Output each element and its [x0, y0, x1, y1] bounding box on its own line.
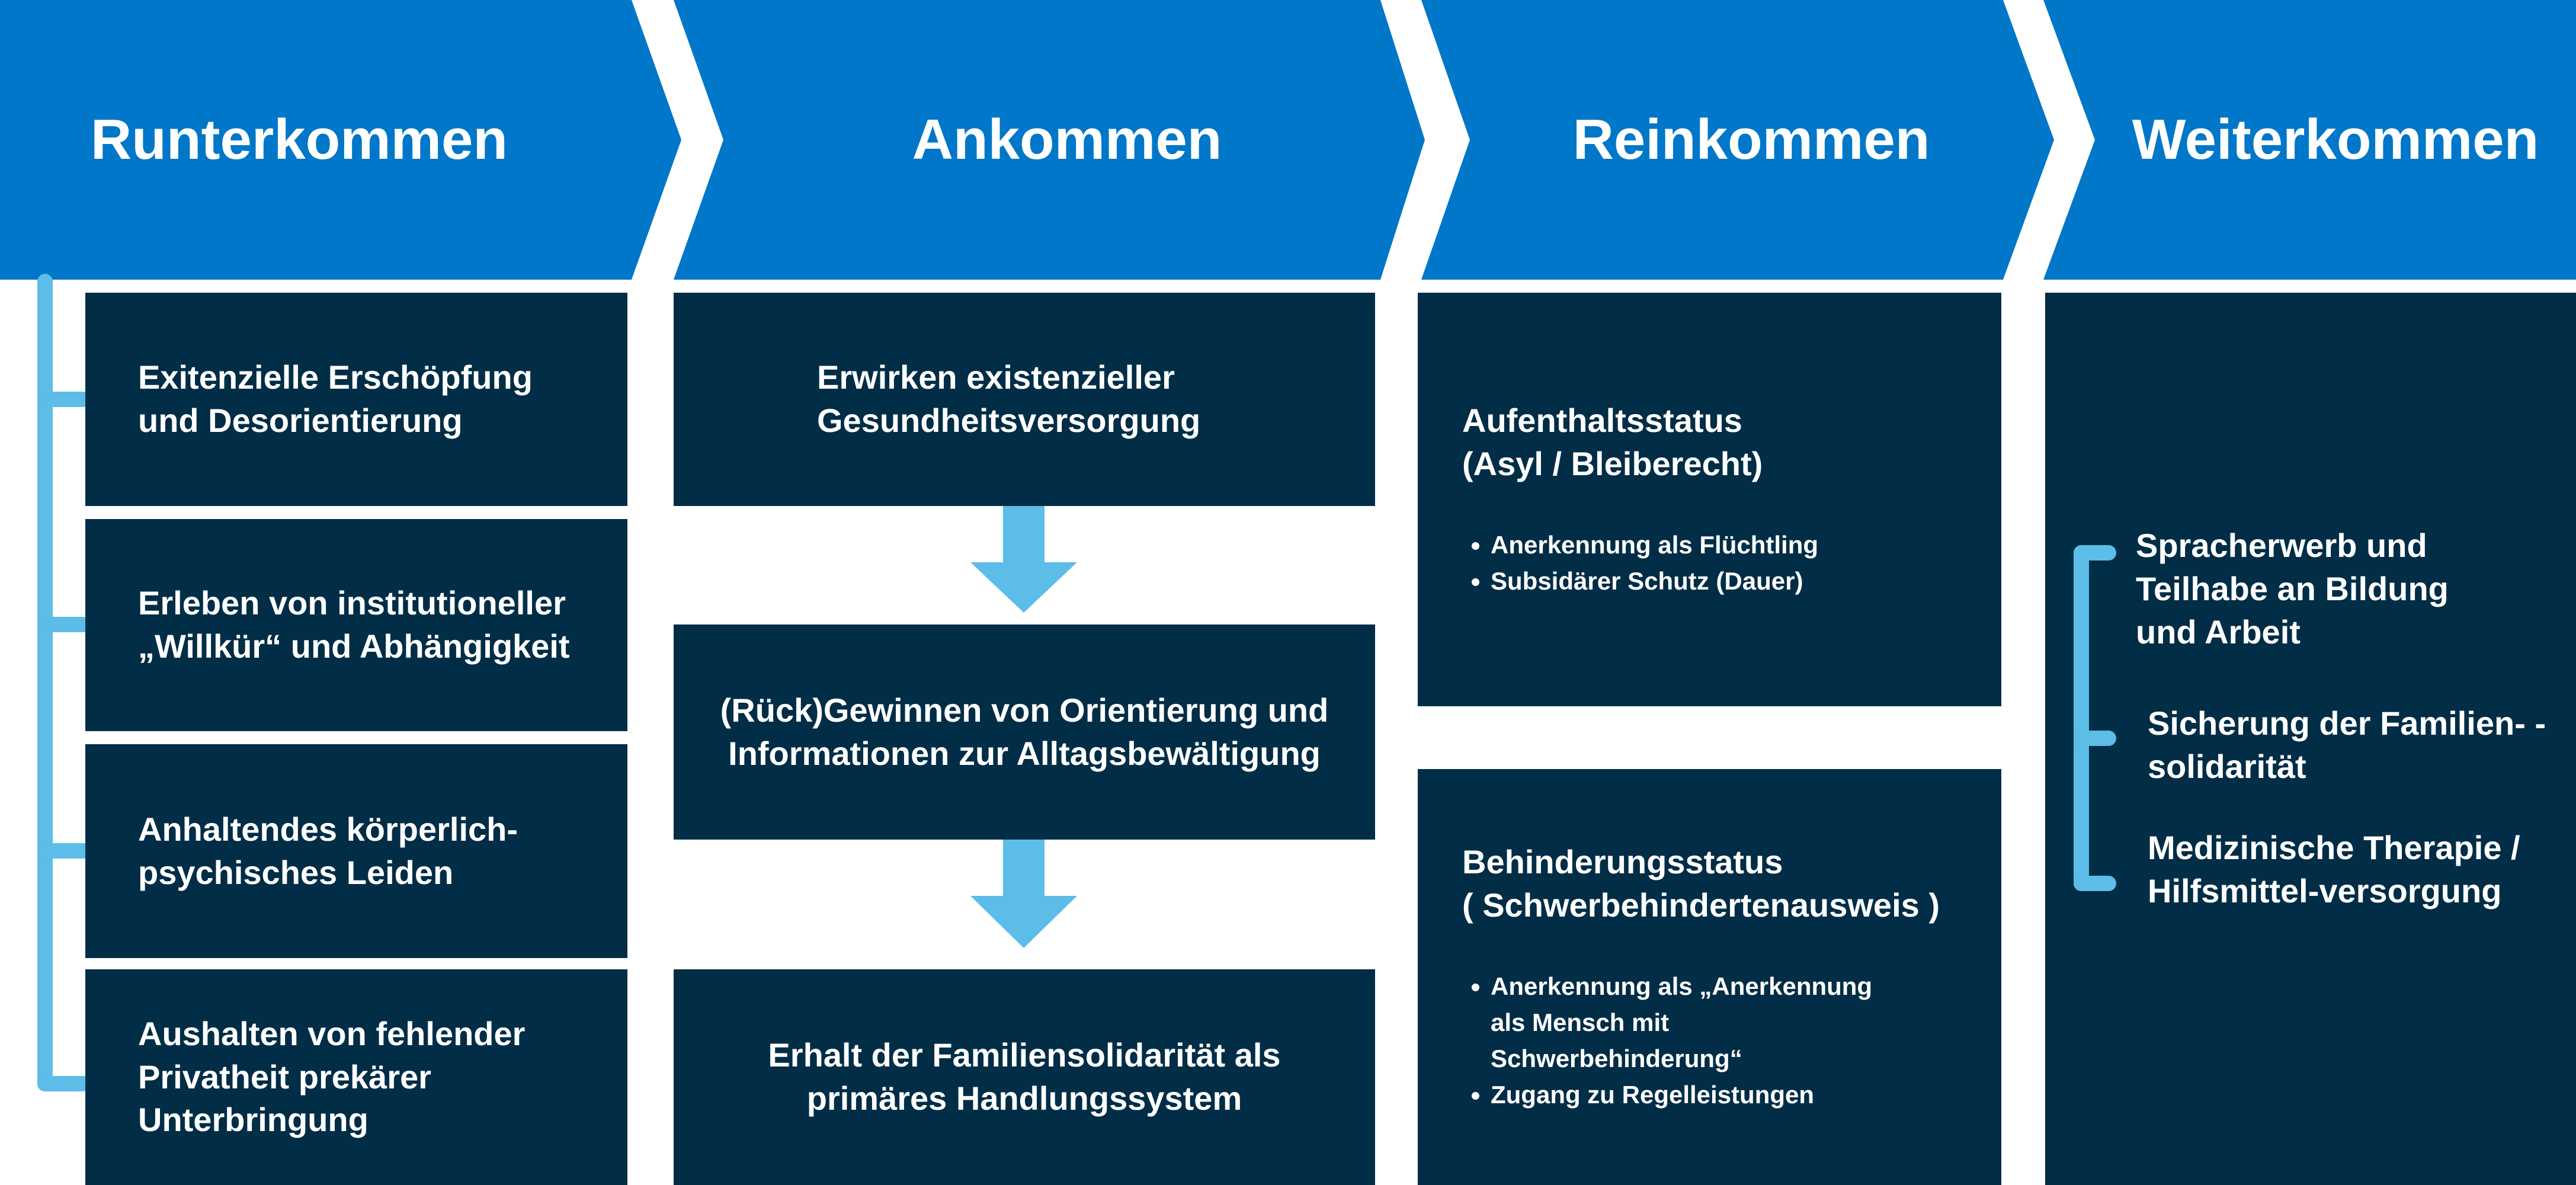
phase-title-ankommen: Ankommen — [912, 108, 1222, 171]
box-text: Exitenzielle Erschöpfung und Desorientie… — [138, 358, 533, 439]
reinkommen-box-behinderung: Behinderungsstatus ( Schwerbehindertenau… — [1418, 769, 2001, 1185]
bracket-tick — [2074, 545, 2116, 561]
box-text: (Rück)Gewinnen von Orientierung und Info… — [720, 691, 1329, 772]
ankommen-box: Erhalt der Familiensolidarität als primä… — [674, 969, 1375, 1185]
reinkommen-box-aufenthalt: Aufenthaltsstatus (Asyl / Bleiberecht) A… — [1418, 293, 2001, 706]
bullet-item: Zugang zu Regelleistungen — [1491, 1077, 1893, 1113]
weiterkommen-item: Sicherung der Familien- -solidarität — [2148, 704, 2546, 785]
box-text: Erleben von institutioneller „Willkür“ u… — [138, 584, 570, 665]
bracket-tick — [2074, 876, 2116, 891]
bracket-line — [37, 274, 53, 1091]
weiterkommen-box — [2045, 293, 2576, 1185]
box-heading: Behinderungsstatus — [1462, 843, 1783, 881]
phase-title-runterkommen: Runterkommen — [90, 108, 508, 171]
ankommen-box: (Rück)Gewinnen von Orientierung und Info… — [674, 624, 1375, 840]
bracket-line — [2074, 545, 2089, 891]
bracket-tick — [37, 1076, 91, 1091]
runterkommen-box: Anhaltendes körperlich-psychisches Leide… — [85, 744, 627, 958]
box-text: Anhaltendes körperlich-psychisches Leide… — [138, 810, 518, 891]
bullet-item: Anerkennung als „Anerkennung als Mensch … — [1491, 969, 1893, 1077]
weiterkommen-item: Medizinische Therapie / Hilfsmittel-vers… — [2148, 829, 2520, 909]
weiterkommen-item: Spracherwerb und Teilhabe an Bildung und… — [2136, 527, 2449, 651]
box-text: Erhalt der Familiensolidarität als primä… — [768, 1036, 1281, 1117]
box-text: Aushalten von fehlender Privatheit prekä… — [138, 1014, 526, 1139]
chevron-reinkommen — [1421, 0, 2054, 280]
phase-title-reinkommen: Reinkommen — [1572, 108, 1930, 171]
down-arrow-icon — [970, 840, 1077, 948]
box-heading-sub: (Asyl / Bleiberecht) — [1462, 445, 1763, 483]
bullet-item: Subsidärer Schutz (Dauer) — [1491, 563, 2001, 600]
chevron-ankommen — [674, 0, 1425, 280]
ankommen-box: Erwirken existenzieller Gesundheitsverso… — [674, 293, 1375, 506]
down-arrow-icon — [970, 506, 1077, 613]
runterkommen-box: Erleben von institutioneller „Willkür“ u… — [85, 519, 627, 731]
phase-title-weiterkommen: Weiterkommen — [2132, 108, 2539, 171]
runterkommen-box: Aushalten von fehlender Privatheit prekä… — [85, 969, 627, 1185]
bracket-tick — [37, 843, 91, 859]
box-heading-sub: ( Schwerbehindertenausweis ) — [1462, 886, 1940, 924]
box-text: Erwirken existenzieller Gesundheitsverso… — [817, 358, 1201, 439]
bracket-tick — [2074, 731, 2116, 746]
chevron-weiterkommen — [2043, 0, 2576, 280]
runterkommen-box: Exitenzielle Erschöpfung und Desorientie… — [85, 293, 627, 506]
box-heading: Aufenthaltsstatus — [1462, 402, 1742, 440]
chevron-runterkommen — [0, 0, 681, 280]
phase-chevrons — [0, 0, 2576, 280]
bullet-item: Anerkennung als Flüchtling — [1491, 527, 2001, 563]
bracket-tick — [37, 617, 91, 632]
bracket-tick — [37, 392, 91, 407]
